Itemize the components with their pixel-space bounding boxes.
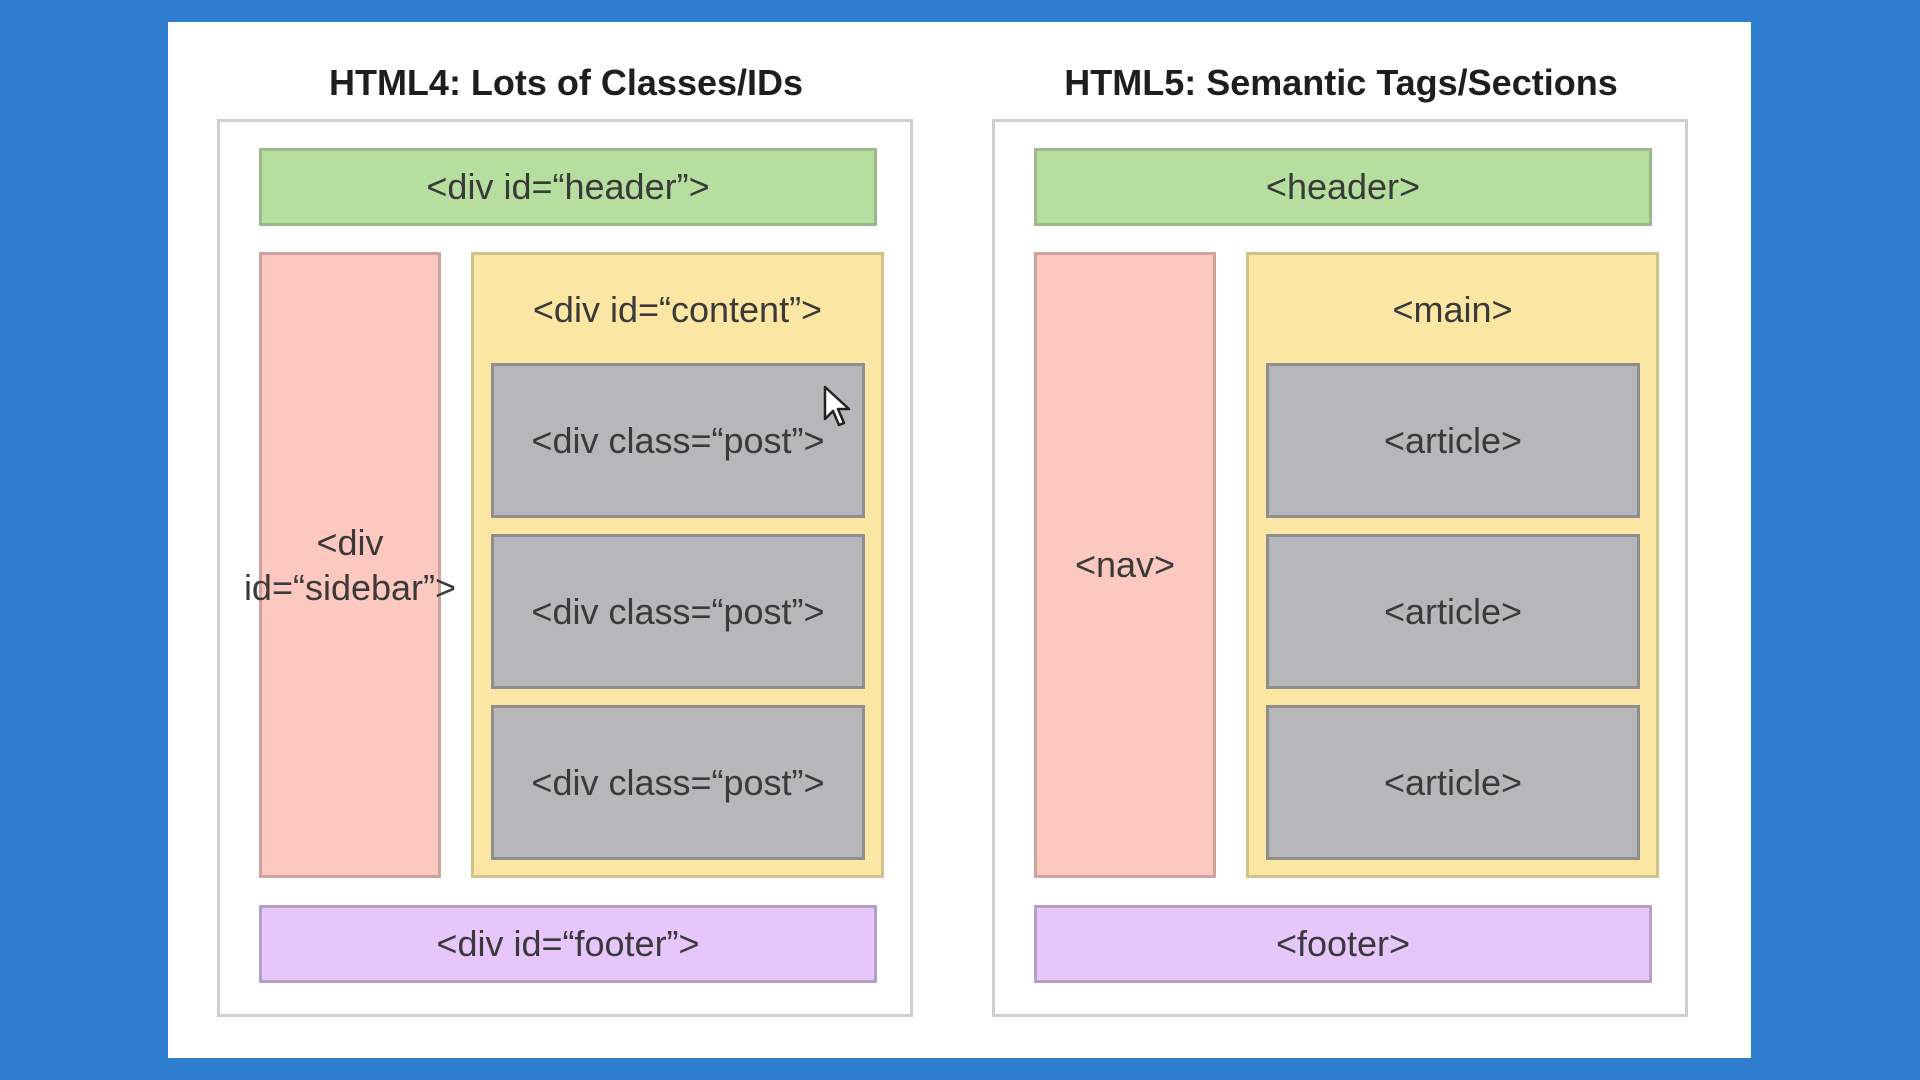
html4-sidebar-label: <div id=“sidebar”> — [243, 522, 457, 608]
html5-footer-box: <footer> — [1034, 905, 1652, 983]
slide: HTML4: Lots of Classes/IDs <div id=“head… — [168, 22, 1751, 1058]
html5-main-label: <main> — [1392, 289, 1513, 330]
html4-post-label: <div class=“post”> — [531, 590, 825, 632]
html4-post-label: <div class=“post”> — [531, 419, 825, 461]
html4-footer-label: <div id=“footer”> — [436, 923, 700, 964]
html4-sidebar-box: <div id=“sidebar”> — [244, 252, 456, 878]
html4-layout-frame: <div id=“header”> <div id=“sidebar”> <di… — [217, 119, 913, 1017]
html5-article-label: <article> — [1383, 761, 1523, 803]
html4-header-label: <div id=“header”> — [426, 166, 710, 207]
html5-main-box: <main> <article> <article> <article> — [1246, 252, 1659, 878]
html5-article-box: <article> — [1266, 534, 1640, 689]
html4-post-box: <div class=“post”> — [491, 534, 865, 689]
html5-article-box: <article> — [1266, 705, 1640, 860]
html5-footer-label: <footer> — [1275, 923, 1411, 964]
html4-post-box: <div class=“post”> — [491, 363, 865, 518]
html4-content-box: <div id=“content”> <div class=“post”> <d… — [471, 252, 884, 878]
html5-header-box: <header> — [1034, 148, 1652, 226]
html5-header-label: <header> — [1265, 166, 1421, 207]
html4-header-box: <div id=“header”> — [259, 148, 877, 226]
html5-title: HTML5: Semantic Tags/Sections — [1064, 62, 1618, 103]
html5-article-label: <article> — [1383, 590, 1523, 632]
html5-article-label: <article> — [1383, 419, 1523, 461]
html4-post-label: <div class=“post”> — [531, 761, 825, 803]
html4-title: HTML4: Lots of Classes/IDs — [328, 62, 804, 103]
html4-post-box: <div class=“post”> — [491, 705, 865, 860]
html5-article-box: <article> — [1266, 363, 1640, 518]
mouse-pointer-icon — [823, 385, 851, 427]
html4-content-label: <div id=“content”> — [532, 289, 823, 330]
html5-nav-box: <nav> — [1034, 252, 1216, 878]
html4-footer-box: <div id=“footer”> — [259, 905, 877, 983]
html5-layout-frame: <header> <nav> <main> <article> <article… — [992, 119, 1688, 1017]
html5-nav-label: <nav> — [1074, 544, 1176, 585]
